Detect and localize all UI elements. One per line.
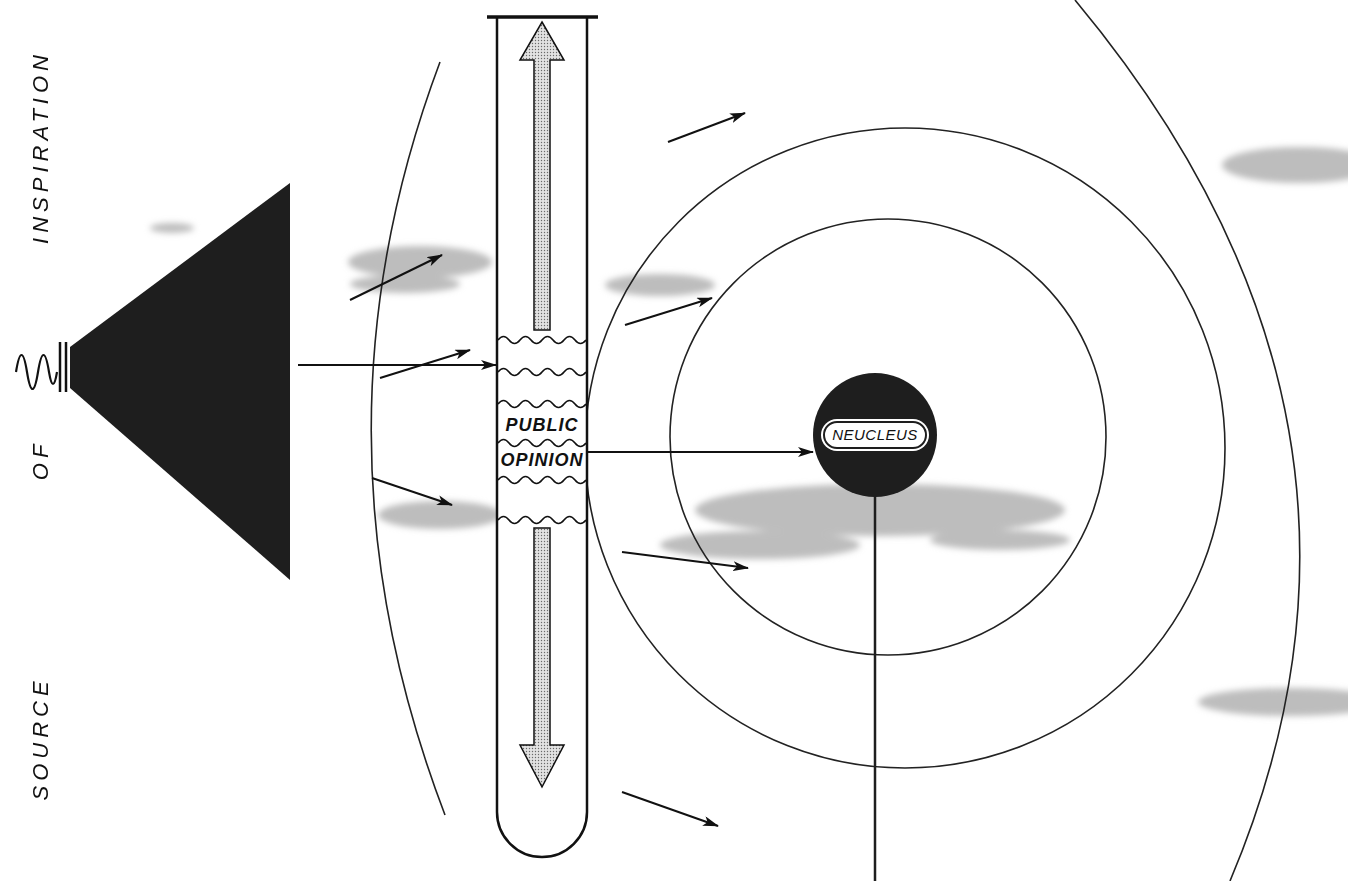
wave-line	[498, 517, 586, 524]
wave-line	[498, 440, 586, 447]
wave-line	[498, 401, 586, 408]
speaker-cone	[70, 183, 290, 580]
tube-body	[497, 17, 587, 857]
wave-line	[498, 477, 586, 484]
flow-arrow	[588, 451, 813, 453]
gray-cloud	[378, 501, 502, 529]
speaker-plate	[65, 342, 68, 392]
source-label: SOURCE OF INSPIRATION	[28, 50, 54, 800]
wave-line	[498, 369, 586, 376]
gray-cloud	[930, 530, 1070, 550]
ray-arrow	[380, 350, 470, 378]
wave-line	[498, 337, 586, 344]
gray-cloud	[605, 274, 715, 296]
outer-arc	[1075, 0, 1300, 881]
ray-arrow	[625, 298, 712, 325]
ray-arrow	[668, 113, 745, 142]
up-arrow	[520, 22, 564, 330]
ray-arrow	[350, 255, 442, 300]
gray-cloud	[1198, 688, 1348, 716]
gray-cloud	[660, 531, 860, 559]
gray-cloud	[350, 275, 460, 293]
outer-arc	[371, 62, 445, 815]
ray-arrow	[622, 552, 748, 568]
inner-ring	[670, 219, 1106, 655]
gray-cloud	[348, 246, 492, 278]
ray-arrow	[622, 792, 718, 826]
down-arrow	[520, 528, 564, 787]
gray-cloud	[150, 223, 194, 233]
gray-cloud	[1222, 147, 1348, 183]
nucleus-circle: NEUCLEUS	[813, 373, 937, 497]
test-tube-node: PUBLIC OPINION	[496, 17, 588, 857]
nucleus-stem	[874, 490, 877, 881]
speaker-plate	[59, 342, 62, 392]
flow-arrow	[298, 364, 496, 366]
ray-arrow	[372, 478, 452, 505]
tube-label: PUBLIC OPINION	[496, 408, 588, 478]
test-tube-outline	[496, 17, 588, 857]
middle-ring	[585, 128, 1225, 768]
nucleus-label: NEUCLEUS	[823, 421, 927, 449]
loudspeaker-node: SOURCE OF INSPIRATION	[8, 15, 298, 815]
tube-lip	[487, 15, 598, 19]
